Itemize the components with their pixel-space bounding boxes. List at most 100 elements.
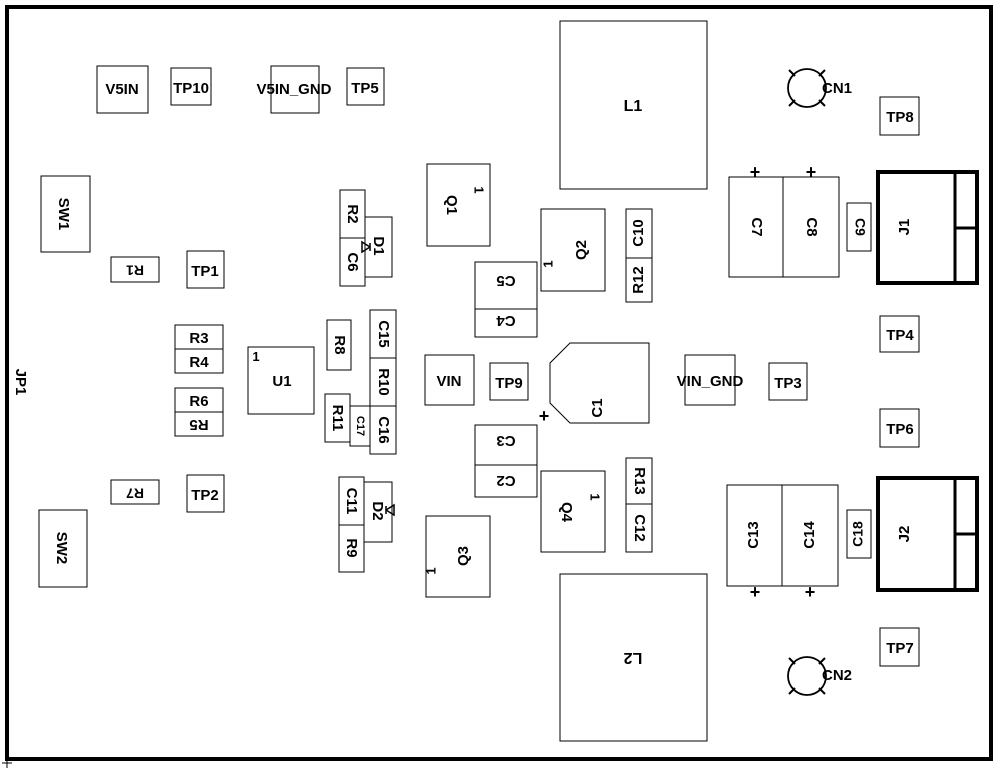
svg-text:CN1: CN1 <box>822 80 852 97</box>
polarity-plus: + <box>539 406 550 426</box>
capacitor-c4: C4 <box>474 308 538 338</box>
capacitor-c13: C13 + <box>726 484 783 602</box>
v5in-gnd-box: V5IN_GND <box>256 65 332 114</box>
polarity-plus: + <box>750 582 761 602</box>
svg-text:R5: R5 <box>189 416 208 433</box>
svg-text:R9: R9 <box>343 538 360 557</box>
svg-text:R13: R13 <box>631 467 648 495</box>
svg-text:TP7: TP7 <box>886 640 914 657</box>
svg-text:C18: C18 <box>850 521 866 547</box>
test-point-tp1: TP1 <box>186 250 225 289</box>
capacitor-c17: C17 <box>349 405 371 447</box>
label-jp1: JP1 <box>12 369 29 396</box>
ic-u1: U1 1 <box>247 346 315 415</box>
svg-text:R7: R7 <box>126 485 144 501</box>
pin1-marker: 1 <box>472 186 487 193</box>
diode-symbol-icon <box>385 503 395 517</box>
svg-text:C8: C8 <box>803 217 820 236</box>
test-point-tp10: TP10 <box>170 67 212 106</box>
svg-text:TP9: TP9 <box>495 375 523 392</box>
polarity-plus: + <box>806 162 817 182</box>
svg-text:R6: R6 <box>189 393 208 410</box>
vin-gnd-box: VIN_GND <box>677 354 744 406</box>
capacitor-c1: C1 + <box>539 342 650 426</box>
svg-text:L2: L2 <box>624 649 643 666</box>
svg-text:TP2: TP2 <box>191 487 219 504</box>
resistor-r5: R5 <box>174 411 224 437</box>
polarity-plus: + <box>805 582 816 602</box>
pin1-marker: 1 <box>540 260 555 267</box>
resistor-r8: R8 <box>326 319 352 371</box>
svg-text:VIN: VIN <box>436 373 461 390</box>
svg-text:TP1: TP1 <box>191 263 219 280</box>
svg-text:TP3: TP3 <box>774 375 802 392</box>
diode-d1: D1 <box>361 216 393 278</box>
svg-text:C9: C9 <box>852 218 868 236</box>
vin-box: VIN <box>424 354 475 406</box>
svg-text:C2: C2 <box>496 472 515 489</box>
capacitor-c14: C14 + <box>781 484 839 602</box>
polarity-plus: + <box>750 162 761 182</box>
svg-text:C5: C5 <box>496 272 515 289</box>
test-point-tp9: TP9 <box>489 362 529 401</box>
svg-text:C10: C10 <box>630 219 647 247</box>
inductor-l1: L1 <box>559 20 708 190</box>
v5in-box: V5IN <box>96 65 149 114</box>
svg-text:C4: C4 <box>496 312 516 329</box>
svg-text:R12: R12 <box>630 266 647 294</box>
svg-text:TP5: TP5 <box>351 80 379 97</box>
svg-text:R11: R11 <box>329 405 346 432</box>
resistor-r2: R2 <box>339 189 366 239</box>
svg-text:C11: C11 <box>343 488 360 515</box>
svg-text:Q4: Q4 <box>558 502 575 523</box>
capacitor-c2: C2 <box>474 464 538 498</box>
svg-text:C6: C6 <box>344 252 361 271</box>
svg-text:C12: C12 <box>631 514 648 542</box>
svg-text:C14: C14 <box>801 521 818 549</box>
resistor-r10: R10 <box>369 357 397 407</box>
svg-text:R4: R4 <box>189 354 209 371</box>
mounting-tab-icon <box>788 657 826 695</box>
svg-text:J1: J1 <box>896 219 913 236</box>
svg-text:SW1: SW1 <box>55 198 72 231</box>
svg-text:C15: C15 <box>375 320 392 348</box>
svg-text:D1: D1 <box>370 236 387 255</box>
resistor-r7: R7 <box>110 479 160 505</box>
capacitor-c8: C8 + <box>782 162 840 278</box>
pin1-marker: 1 <box>423 567 438 574</box>
resistor-r12: R12 <box>625 257 653 303</box>
connector-j1: J1 <box>876 170 979 285</box>
svg-text:TP4: TP4 <box>886 327 914 344</box>
mounting-hole-cn1: CN1 <box>787 68 852 108</box>
resistor-r3: R3 <box>174 324 224 350</box>
svg-text:TP10: TP10 <box>173 80 209 97</box>
svg-text:VIN_GND: VIN_GND <box>677 373 744 390</box>
transistor-q4: Q4 1 <box>540 470 606 553</box>
svg-text:D2: D2 <box>369 501 386 520</box>
svg-text:C16: C16 <box>375 416 392 444</box>
transistor-q2: Q2 1 <box>540 208 606 292</box>
connector-j2: J2 <box>876 476 979 592</box>
svg-text:Q2: Q2 <box>573 240 590 260</box>
svg-text:V5IN_GND: V5IN_GND <box>256 81 331 98</box>
test-point-tp4: TP4 <box>879 315 920 353</box>
transistor-q3: Q3 1 <box>423 515 491 598</box>
transistor-q1: Q1 1 <box>426 163 491 247</box>
capacitor-c10: C10 <box>625 208 653 259</box>
svg-text:Q1: Q1 <box>443 195 460 215</box>
diode-symbol-icon <box>361 240 371 254</box>
capacitor-c5: C5 <box>474 261 538 310</box>
resistor-r1: R1 <box>110 256 160 283</box>
diode-d2: D2 <box>363 481 395 543</box>
svg-text:U1: U1 <box>272 373 291 390</box>
svg-text:Q3: Q3 <box>455 546 472 566</box>
test-point-tp5: TP5 <box>346 67 385 106</box>
test-point-tp6: TP6 <box>879 408 920 448</box>
svg-text:R3: R3 <box>189 330 208 347</box>
test-point-tp7: TP7 <box>879 627 920 667</box>
origin-cross <box>2 758 12 768</box>
svg-text:R10: R10 <box>375 368 392 396</box>
svg-text:V5IN: V5IN <box>105 81 138 98</box>
svg-text:R1: R1 <box>126 262 144 278</box>
